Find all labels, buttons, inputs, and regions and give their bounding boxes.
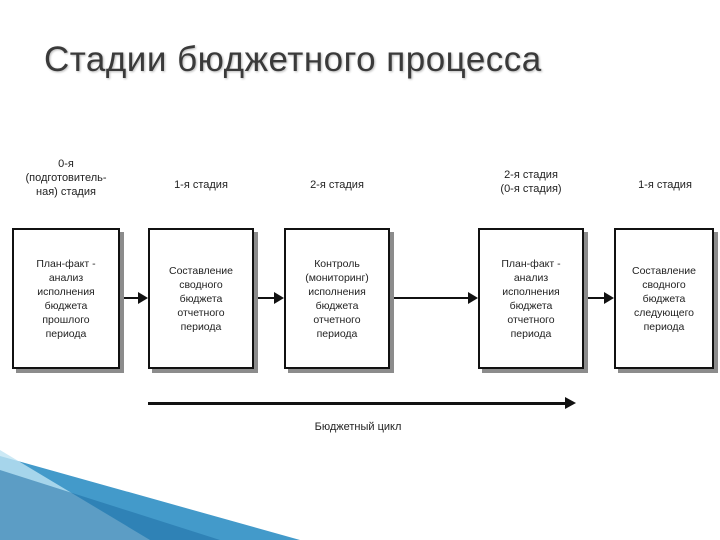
stage-4-header-line-1: 1-я стадия	[638, 179, 692, 191]
stage-4-box-line-3: бюджета	[642, 292, 686, 305]
stage-4-box: Составление сводного бюджета следующего …	[614, 228, 714, 369]
stage-0-header-line-2: (подготовитель-	[25, 172, 107, 184]
stage-1-box-text: Составление сводного бюджета отчетного п…	[163, 264, 239, 334]
stage-2-header: 2-я стадия	[284, 178, 390, 192]
stage-3-header-line-2: (0-я стадия)	[500, 183, 562, 195]
stage-0-box-line-3: исполнения	[37, 285, 95, 298]
stage-1-box-line-1: Составление	[168, 264, 233, 277]
stage-4-box-text: Составление сводного бюджета следующего …	[626, 264, 702, 334]
slide-title: Стадии бюджетного процесса	[44, 40, 542, 79]
stage-1-box-line-5: периода	[180, 320, 222, 333]
stage-4-box-line-4: следующего	[633, 306, 695, 319]
stage-3-box-line-2: анализ	[513, 271, 549, 284]
budget-cycle-label: Бюджетный цикл	[314, 421, 402, 433]
stage-1-box-line-2: сводного	[179, 278, 223, 291]
arrow-stage-0-to-1	[124, 292, 148, 304]
stage-2-box-line-2: (мониторинг)	[305, 271, 369, 284]
stage-0-box-line-1: План-факт -	[36, 257, 96, 270]
stage-0-box-line-2: анализ	[48, 271, 84, 284]
stage-1-header: 1-я стадия	[148, 178, 254, 192]
stage-0-header-line-3: ная) стадия	[36, 186, 96, 198]
stage-2-box-text: Контроль (мониторинг) исполнения бюджета…	[299, 257, 375, 341]
stage-0-box-text: План-факт - анализ исполнения бюджета пр…	[30, 257, 101, 341]
stage-2-box: Контроль (мониторинг) исполнения бюджета…	[284, 228, 390, 369]
stage-2-box-line-1: Контроль	[314, 257, 360, 270]
stage-4-box-line-5: периода	[643, 320, 685, 333]
decorative-corner-shape	[0, 450, 300, 540]
stage-2-header-line-1: 2-я стадия	[310, 179, 364, 191]
stage-3-box-text: План-факт - анализ исполнения бюджета от…	[495, 257, 566, 341]
stage-0-header: 0-я (подготовитель- ная) стадия	[12, 157, 120, 199]
stage-1-box-line-4: отчетного	[177, 306, 225, 319]
stage-0-box-line-4: бюджета	[44, 299, 88, 312]
stage-2-box-line-4: бюджета	[315, 299, 359, 312]
stage-2-box-line-5: отчетного	[313, 313, 361, 326]
arrow-stage-1-to-2	[258, 292, 284, 304]
stage-1-box-line-3: бюджета	[179, 292, 223, 305]
stage-3-box-line-1: План-факт -	[501, 257, 561, 270]
stage-0-box-line-6: периода	[45, 327, 87, 340]
stage-3-box-line-3: исполнения	[502, 285, 560, 298]
stage-1-box: Составление сводного бюджета отчетного п…	[148, 228, 254, 369]
stage-2-box-line-3: исполнения	[308, 285, 366, 298]
stage-3-box-line-5: отчетного	[507, 313, 555, 326]
stage-0-header-line-1: 0-я	[58, 158, 74, 170]
stage-2-box-line-6: периода	[316, 327, 358, 340]
stage-3-header-line-1: 2-я стадия	[504, 169, 558, 181]
stage-3-box-line-4: бюджета	[509, 299, 553, 312]
stage-1-header-line-1: 1-я стадия	[174, 179, 228, 191]
arrow-stage-2-to-3	[394, 292, 478, 304]
budget-cycle-arrow	[148, 397, 576, 409]
stage-3-box: План-факт - анализ исполнения бюджета от…	[478, 228, 584, 369]
stage-4-box-line-2: сводного	[642, 278, 686, 291]
stage-4-header: 1-я стадия	[612, 178, 718, 192]
stage-0-box-line-5: прошлого	[42, 313, 90, 326]
arrow-stage-3-to-4	[588, 292, 614, 304]
stage-3-box-line-6: периода	[510, 327, 552, 340]
stage-4-box-line-1: Составление	[631, 264, 696, 277]
stage-0-box: План-факт - анализ исполнения бюджета пр…	[12, 228, 120, 369]
stage-3-header: 2-я стадия (0-я стадия)	[478, 168, 584, 196]
